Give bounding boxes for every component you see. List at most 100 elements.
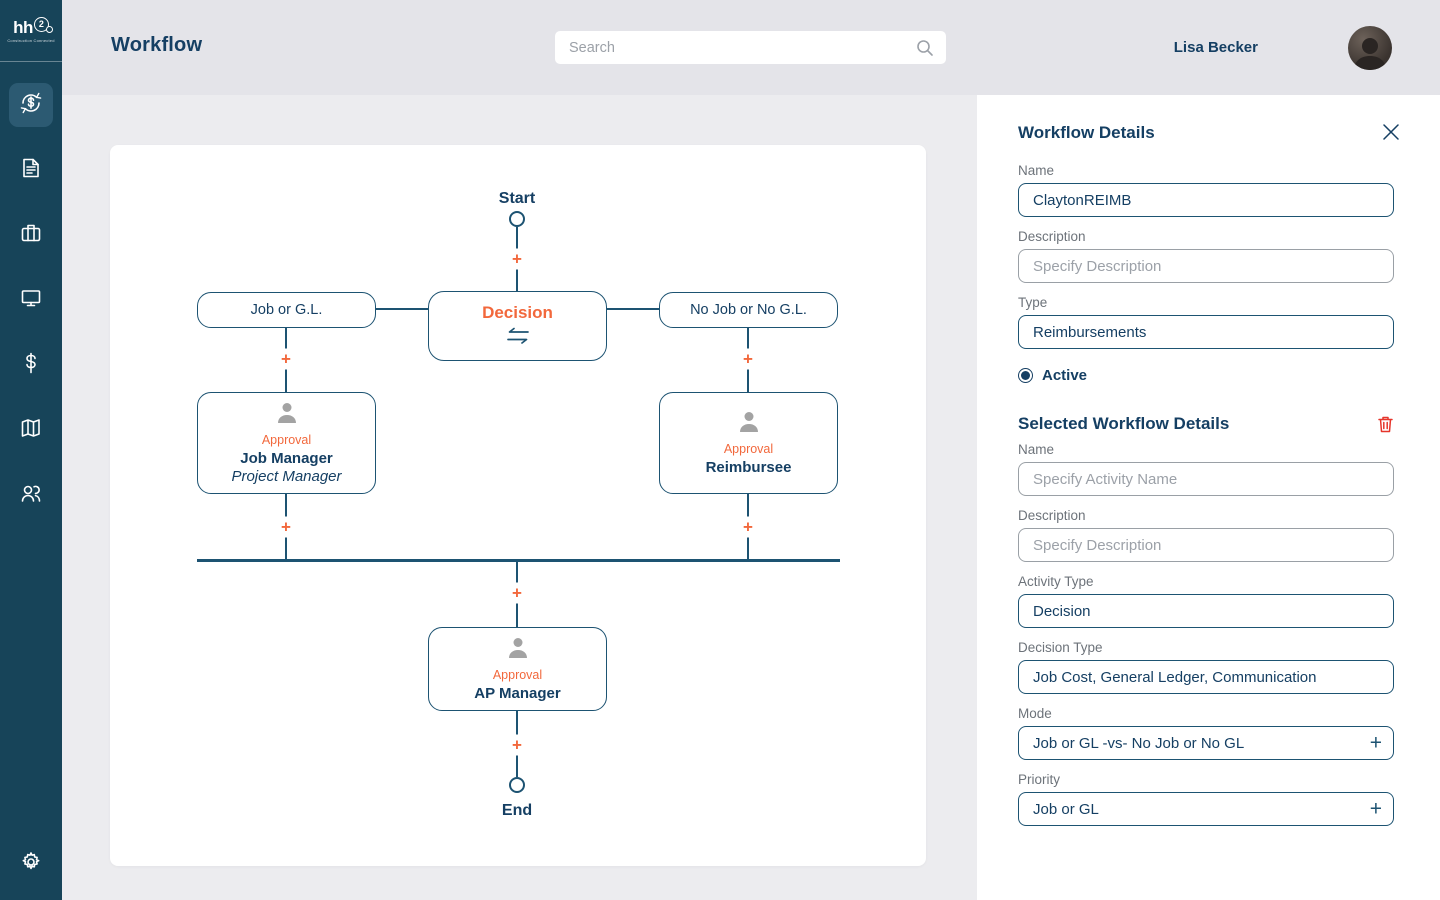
workflow-description-input[interactable] [1018, 249, 1394, 283]
flow-node-condition-no-job-or-no-gl[interactable]: No Job or No G.L. [659, 292, 838, 328]
users-icon [19, 481, 43, 510]
sidebar-item-ledger[interactable] [9, 408, 53, 452]
monitor-icon [19, 286, 43, 315]
document-icon [19, 156, 43, 185]
sidebar-item-users[interactable] [9, 473, 53, 517]
selected-workflow-details-title: Selected Workflow Details [1018, 414, 1230, 433]
activity-description-input[interactable] [1018, 528, 1394, 562]
person-icon [274, 401, 300, 430]
add-activity-button[interactable]: + [510, 248, 524, 270]
flow-node-condition-job-or-gl[interactable]: Job or G.L. [197, 292, 376, 328]
decision-type-field: Decision Type [1018, 640, 1394, 694]
approver-name: Reimbursee [705, 459, 792, 476]
workflow-description-field: Description [1018, 229, 1394, 283]
activity-type-field: Activity Type [1018, 574, 1394, 628]
add-activity-button[interactable]: + [510, 734, 524, 756]
sidebar-item-payments[interactable] [9, 343, 53, 387]
dollar-icon [19, 351, 43, 380]
app-logo[interactable]: hh 2 Construction Connected [0, 0, 62, 62]
condition-label: No Job or No G.L. [690, 302, 807, 318]
avatar[interactable] [1348, 26, 1392, 70]
flow-node-approval-reimbursee[interactable]: Approval Reimbursee [659, 392, 838, 494]
add-activity-button[interactable]: + [279, 348, 293, 370]
decision-label: Decision [482, 302, 553, 322]
approver-role: Project Manager [231, 468, 342, 485]
field-label: Activity Type [1018, 574, 1094, 589]
flow-node-approval-ap-manager[interactable]: Approval AP Manager [428, 627, 607, 711]
approver-name: AP Manager [474, 685, 561, 702]
logo-text: hh [13, 17, 33, 37]
activity-type-input[interactable] [1018, 594, 1394, 628]
sidebar-item-devices[interactable] [9, 278, 53, 322]
condition-label: Job or G.L. [250, 302, 323, 318]
active-label: Active [1042, 367, 1088, 384]
map-book-icon [19, 416, 43, 445]
flow-node-approval-job-manager[interactable]: Approval Job Manager Project Manager [197, 392, 376, 494]
priority-field: Priority + [1018, 772, 1394, 826]
sync-dollar-icon [18, 90, 44, 121]
search-icon[interactable] [916, 39, 934, 57]
add-mode-button[interactable]: + [1369, 731, 1382, 755]
person-icon [736, 410, 762, 439]
briefcase-icon [19, 221, 43, 250]
merge-connector [197, 559, 840, 562]
logo-subtitle: Construction Connected [7, 37, 55, 43]
connector [607, 308, 659, 310]
field-label: Name [1018, 163, 1055, 178]
connector [376, 308, 428, 310]
logo-gear-icon: 2 [33, 16, 53, 33]
flow-start-label: Start [498, 190, 536, 207]
workflow-name-input[interactable] [1018, 183, 1394, 217]
add-activity-button[interactable]: + [279, 516, 293, 538]
delete-icon[interactable] [1377, 415, 1394, 433]
search-box [555, 31, 946, 64]
decision-type-input[interactable] [1018, 660, 1394, 694]
field-label: Description [1018, 508, 1086, 523]
add-activity-button[interactable]: + [741, 516, 755, 538]
field-label: Priority [1018, 772, 1061, 787]
add-priority-button[interactable]: + [1369, 797, 1382, 821]
activity-type-label: Approval [723, 442, 774, 456]
field-label: Type [1018, 295, 1048, 310]
mode-field: Mode + [1018, 706, 1394, 760]
field-label: Decision Type [1018, 640, 1103, 655]
person-icon [505, 636, 531, 665]
field-label: Name [1018, 442, 1055, 457]
activity-name-input[interactable] [1018, 462, 1394, 496]
activity-name-field: Name [1018, 442, 1394, 496]
workflow-canvas-area: Start + Job or G.L. Decision No Job or N… [62, 95, 977, 900]
workflow-details-panel: Workflow Details Name Description Type A… [977, 95, 1440, 900]
flow-node-decision[interactable]: Decision [428, 291, 607, 361]
close-icon[interactable] [1380, 121, 1402, 148]
workflow-name-field: Name [1018, 163, 1394, 217]
mode-input[interactable] [1018, 726, 1394, 760]
field-label: Description [1018, 229, 1086, 244]
flow-end-label: End [501, 802, 533, 819]
sidebar-item-settings[interactable] [9, 842, 53, 886]
approver-name: Job Manager [240, 450, 333, 467]
priority-input[interactable] [1018, 792, 1394, 826]
activity-type-label: Approval [492, 668, 543, 682]
add-activity-button[interactable]: + [741, 348, 755, 370]
page-title: Workflow [111, 34, 203, 56]
panel-title: Workflow Details [1018, 123, 1155, 142]
workflow-canvas: Start + Job or G.L. Decision No Job or N… [110, 145, 926, 866]
sidebar: hh 2 Construction Connected [0, 0, 62, 900]
gear-icon [19, 850, 43, 879]
field-label: Mode [1018, 706, 1052, 721]
radio-selected-icon [1018, 368, 1033, 383]
activity-description-field: Description [1018, 508, 1394, 562]
sidebar-item-jobs[interactable] [9, 213, 53, 257]
sidebar-item-sync-dollar[interactable] [9, 83, 53, 127]
add-activity-button[interactable]: + [510, 582, 524, 604]
flow-start-node[interactable] [509, 211, 525, 227]
search-input[interactable] [555, 39, 916, 56]
header: Workflow Lisa Becker [62, 0, 1440, 95]
swap-arrows-icon [503, 327, 533, 350]
workflow-type-field: Type [1018, 295, 1394, 349]
workflow-type-input[interactable] [1018, 315, 1394, 349]
active-toggle[interactable]: Active [1018, 367, 1394, 384]
sidebar-item-documents[interactable] [9, 148, 53, 192]
flow-end-node[interactable] [509, 777, 525, 793]
activity-type-label: Approval [261, 433, 312, 447]
